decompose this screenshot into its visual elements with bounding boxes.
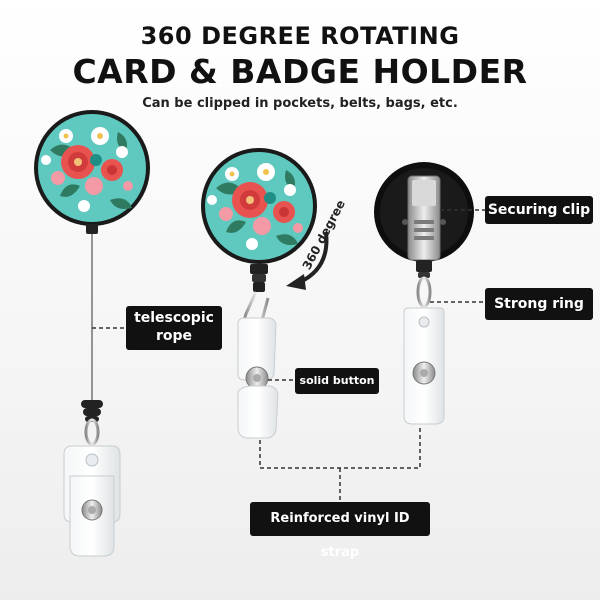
left-floral-face bbox=[41, 127, 133, 212]
telescopic-rope-label: telescopic rope bbox=[126, 306, 222, 350]
strong-ring-label: Strong ring bbox=[485, 288, 593, 320]
solid-button-label: solid button bbox=[295, 368, 379, 394]
vinyl-strap-label: Reinforced vinyl ID strap bbox=[250, 502, 430, 560]
headline-subtitle: Can be clipped in pockets, belts, bags, … bbox=[142, 96, 458, 111]
middle-floral-face bbox=[207, 163, 303, 250]
left-badge-reel bbox=[34, 110, 150, 557]
headline-top: 360 DEGREE ROTATING bbox=[140, 22, 460, 50]
callout-lines bbox=[92, 209, 485, 502]
middle-badge-reel bbox=[201, 148, 329, 439]
headline-main: CARD & BADGE HOLDER bbox=[72, 52, 528, 91]
securing-clip-label: Securing clip bbox=[485, 196, 593, 224]
right-badge-back bbox=[374, 162, 474, 425]
telescopic-rope-text: telescopic rope bbox=[134, 310, 214, 344]
